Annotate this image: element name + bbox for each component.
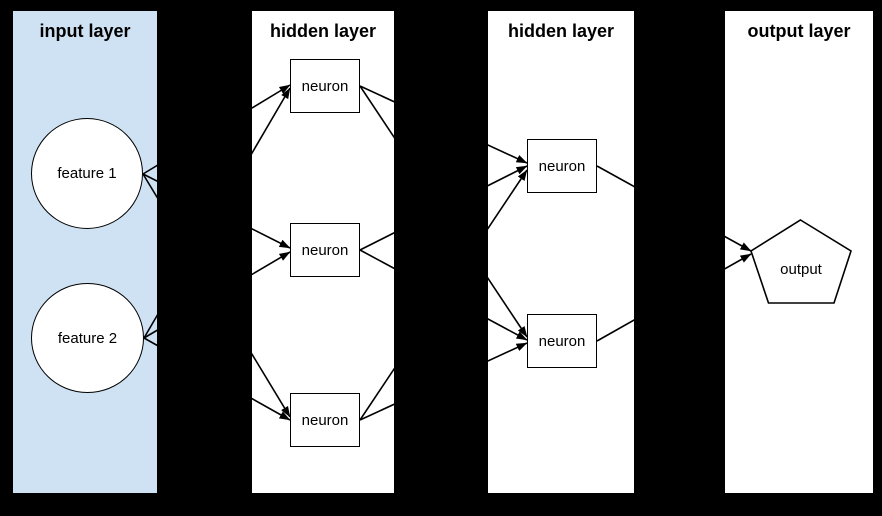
hidden-layer-1-title: hidden layer	[269, 21, 377, 41]
output-layer-title: output layer	[747, 21, 851, 41]
input-layer-title: input layer	[39, 21, 131, 41]
node-h2-neuron-1-label: neuron	[538, 157, 586, 175]
panel-hidden-layer-2: hidden layer	[488, 11, 634, 493]
node-h1-neuron-1: neuron	[290, 59, 360, 113]
node-feature-2: feature 2	[31, 283, 144, 393]
pentagon-shape	[750, 219, 852, 304]
node-h2-neuron-2: neuron	[527, 314, 597, 368]
node-feature-1-label: feature 1	[57, 165, 117, 182]
node-h1-neuron-2: neuron	[290, 223, 360, 277]
node-h2-neuron-1: neuron	[527, 139, 597, 193]
node-h2-neuron-2-label: neuron	[538, 332, 586, 350]
node-h1-neuron-3: neuron	[290, 393, 360, 447]
hidden-layer-2-title: hidden layer	[507, 21, 615, 41]
node-feature-2-label: feature 2	[57, 329, 118, 347]
node-h1-neuron-2-label: neuron	[301, 241, 349, 259]
panel-input-layer: input layer	[13, 11, 157, 493]
node-output: output	[748, 217, 854, 305]
node-feature-1: feature 1	[31, 118, 143, 229]
node-output-label: output	[780, 261, 822, 278]
node-h1-neuron-3-label: neuron	[301, 411, 349, 429]
node-h1-neuron-1-label: neuron	[301, 77, 349, 95]
